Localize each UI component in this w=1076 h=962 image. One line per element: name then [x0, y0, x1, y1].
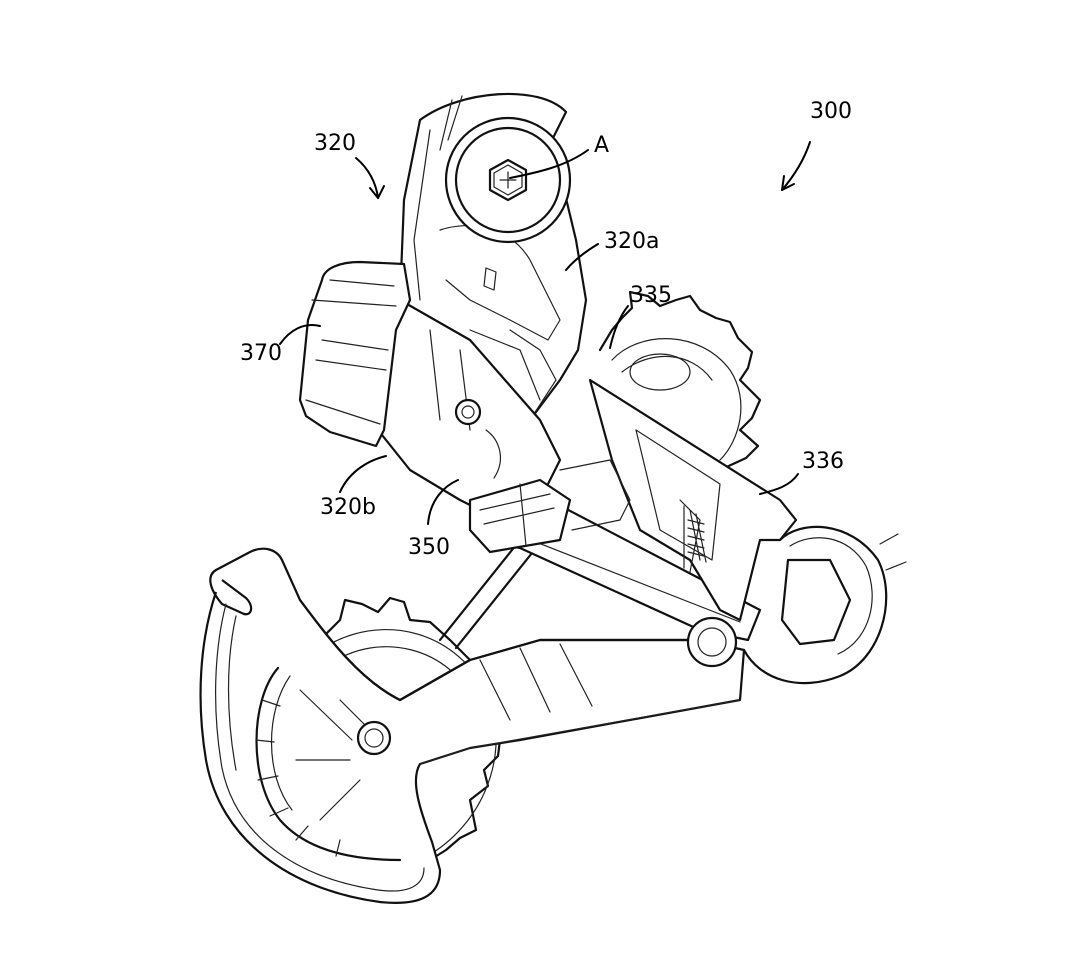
leader-336 — [759, 473, 799, 495]
label-300: 300 — [810, 99, 852, 124]
leader-370 — [279, 324, 321, 345]
upper-cog — [598, 290, 762, 472]
battery — [298, 260, 412, 448]
label-320a: 320a — [604, 229, 659, 254]
lower-cog-spider — [255, 666, 402, 862]
label-335: 335 — [630, 283, 672, 308]
knuckle-roller — [686, 616, 738, 668]
leader-320b — [339, 455, 387, 493]
linkage — [468, 459, 631, 554]
leader-lines — [279, 141, 811, 525]
label-320b: 320b — [320, 495, 376, 520]
leader-A — [509, 149, 589, 179]
cage-pivot-bolt — [356, 720, 392, 756]
leader-320 — [355, 157, 379, 199]
label-A: A — [594, 133, 609, 158]
leader-300 — [781, 141, 811, 191]
label-350: 350 — [408, 535, 450, 560]
pulley-cage — [199, 547, 746, 904]
reference-labels: 300 320 A 320a 335 370 320b 350 336 — [240, 99, 852, 560]
cage-link — [588, 378, 907, 685]
label-320: 320 — [314, 131, 356, 156]
leader-350 — [427, 479, 459, 525]
leader-320a — [565, 243, 599, 271]
label-336: 336 — [802, 449, 844, 474]
b-knuckle-pivot — [439, 95, 572, 244]
label-370: 370 — [240, 341, 282, 366]
leader-335 — [609, 305, 629, 349]
